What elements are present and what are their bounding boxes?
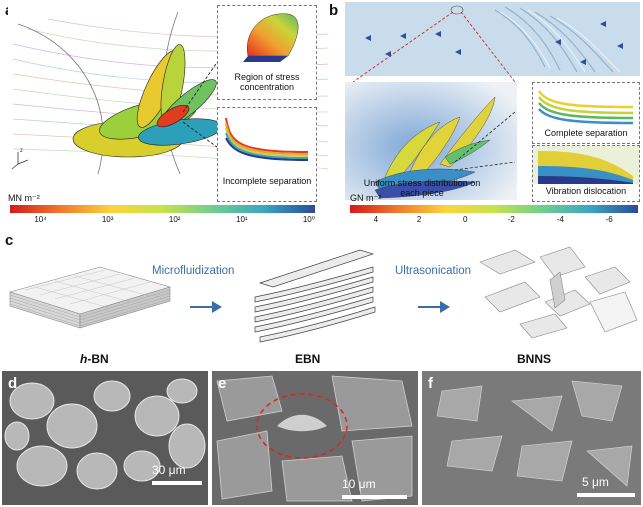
step-ultrasonication-label: Ultrasonication — [395, 265, 472, 277]
hbn-stack-illustration — [8, 266, 172, 329]
panel-a-inset-bottom: Incomplete separation — [217, 107, 317, 202]
arrow-step2 — [418, 301, 450, 313]
panel-b-flow-field — [345, 2, 640, 76]
tick-a-0: 10⁴ — [34, 215, 47, 224]
tick-b-3: -2 — [507, 215, 515, 224]
callout-stress-concentration: Region of stress concentration — [234, 72, 300, 92]
material-hbn-rest: -BN — [87, 352, 109, 366]
material-hbn-caption: h-BN — [80, 352, 109, 366]
ebn-expanded-illustration — [254, 249, 376, 343]
panel-e-label: e — [218, 375, 227, 392]
tick-a-2: 10² — [168, 215, 181, 224]
panel-b-inset-top: Complete separation — [532, 82, 640, 144]
panel-b-zoom-lines — [352, 11, 516, 83]
tick-a-1: 10³ — [101, 215, 114, 224]
panel-f-label: f — [428, 375, 433, 392]
svg-text:z: z — [20, 148, 23, 154]
panel-b-colorbar-ticks: 4 2 0 -2 -4 -6 — [350, 215, 638, 227]
tick-a-4: 10⁰ — [302, 215, 315, 224]
bnns-nanosheets-illustration — [479, 246, 638, 339]
complete-separation-render — [537, 90, 634, 125]
tick-b-5: -6 — [605, 215, 613, 224]
tick-a-3: 10¹ — [236, 215, 248, 224]
vibration-dislocation-render — [533, 146, 639, 184]
panel-d-label: d — [8, 375, 18, 392]
panel-c-label: c — [5, 232, 14, 249]
panel-b-simulation — [345, 82, 517, 200]
tick-b-1: 2 — [416, 215, 422, 224]
panel-b-colorbar — [350, 205, 638, 213]
step-microfluidization-label: Microfluidization — [152, 265, 235, 277]
stress-concentration-render — [243, 13, 299, 62]
tick-b-2: 0 — [462, 215, 468, 224]
panel-b-inset-bottom: Vibration dislocation — [532, 145, 640, 202]
callout-complete-separation: Complete separation — [544, 128, 628, 138]
material-bnns-caption: BNNS — [517, 352, 552, 366]
panel-a-colorbar-ticks: 10⁴ 10³ 10² 10¹ 10⁰ — [10, 215, 315, 227]
tick-b-0: 4 — [373, 215, 379, 224]
sem-image-f: f 5 μm — [422, 371, 641, 505]
arrow-step1 — [190, 301, 222, 313]
panel-a-unit: MN m⁻² — [8, 193, 40, 203]
scale-label-e: 10 μm — [342, 477, 376, 491]
material-ebn-caption: EBN — [295, 352, 321, 366]
scale-bar-e — [342, 495, 407, 499]
scale-label-d: 30 μm — [152, 463, 186, 477]
scale-bar-d — [152, 481, 202, 485]
scale-label-f: 5 μm — [582, 475, 609, 489]
sem-image-e: e 10 μm — [212, 371, 418, 505]
material-hbn-italic: h — [80, 352, 88, 366]
scale-bar-f — [577, 493, 635, 497]
tick-b-4: -4 — [556, 215, 564, 224]
sem-image-d: d 30 μm — [2, 371, 208, 505]
incomplete-separation-render — [225, 117, 309, 161]
panel-a-inset-top: Region of stress concentration — [217, 5, 317, 100]
panel-b-unit: GN m⁻² — [350, 193, 382, 203]
callout-vibration-dislocation: Vibration dislocation — [545, 186, 627, 196]
panel-a-colorbar — [10, 205, 315, 213]
panel-b-center-text: Uniform stress distribution on each piec… — [363, 178, 481, 198]
callout-incomplete-separation: Incomplete separation — [222, 176, 312, 186]
panel-b-label: b — [329, 2, 339, 19]
